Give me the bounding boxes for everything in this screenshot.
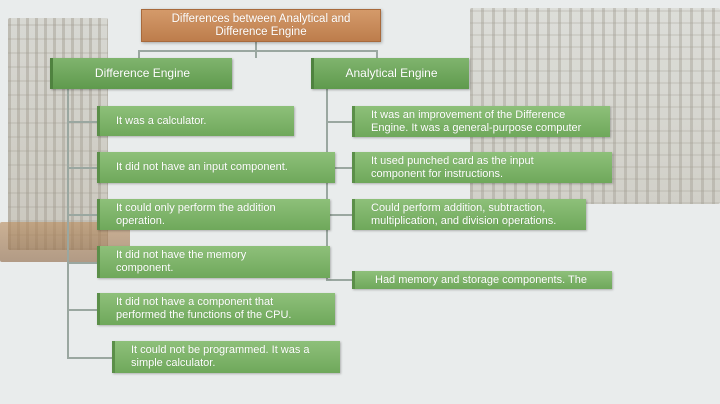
- analytical-branch-4: [326, 279, 352, 281]
- difference-branch-2: [67, 167, 97, 169]
- analytical-item-1: It was an improvement of the Difference …: [352, 106, 610, 137]
- difference-item-4: It did not have the memory component.: [97, 246, 330, 278]
- analytical-item-3: Could perform addition, subtraction, mul…: [352, 199, 586, 230]
- difference-branch-4: [67, 262, 97, 264]
- analytical-branch-2: [326, 167, 352, 169]
- difference-item-1: It was a calculator.: [97, 106, 294, 136]
- difference-engine-header: Difference Engine: [50, 58, 232, 89]
- analytical-branch-1: [326, 121, 352, 123]
- connector-title-branch: [138, 50, 378, 52]
- difference-item-5: It did not have a component that perform…: [97, 293, 335, 325]
- difference-engine-photo: [8, 18, 108, 250]
- difference-branch-3: [67, 214, 97, 216]
- difference-item-2: It did not have an input component.: [97, 152, 335, 183]
- difference-branch-1: [67, 121, 97, 123]
- analytical-item-4: Had memory and storage components. The: [352, 271, 612, 289]
- difference-spine: [67, 89, 69, 359]
- difference-item-6: It could not be programmed. It was a sim…: [112, 341, 340, 373]
- connector-to-analytical: [376, 50, 378, 60]
- connector-to-difference: [138, 50, 140, 60]
- difference-branch-5: [67, 309, 97, 311]
- analytical-item-2: It used punched card as the input compon…: [352, 152, 612, 183]
- diagram-title: Differences between Analytical and Diffe…: [141, 9, 381, 42]
- difference-item-3: It could only perform the addition opera…: [97, 199, 330, 230]
- difference-branch-6: [67, 357, 112, 359]
- analytical-spine: [326, 89, 328, 281]
- analytical-engine-header: Analytical Engine: [311, 58, 469, 89]
- analytical-branch-3: [326, 214, 352, 216]
